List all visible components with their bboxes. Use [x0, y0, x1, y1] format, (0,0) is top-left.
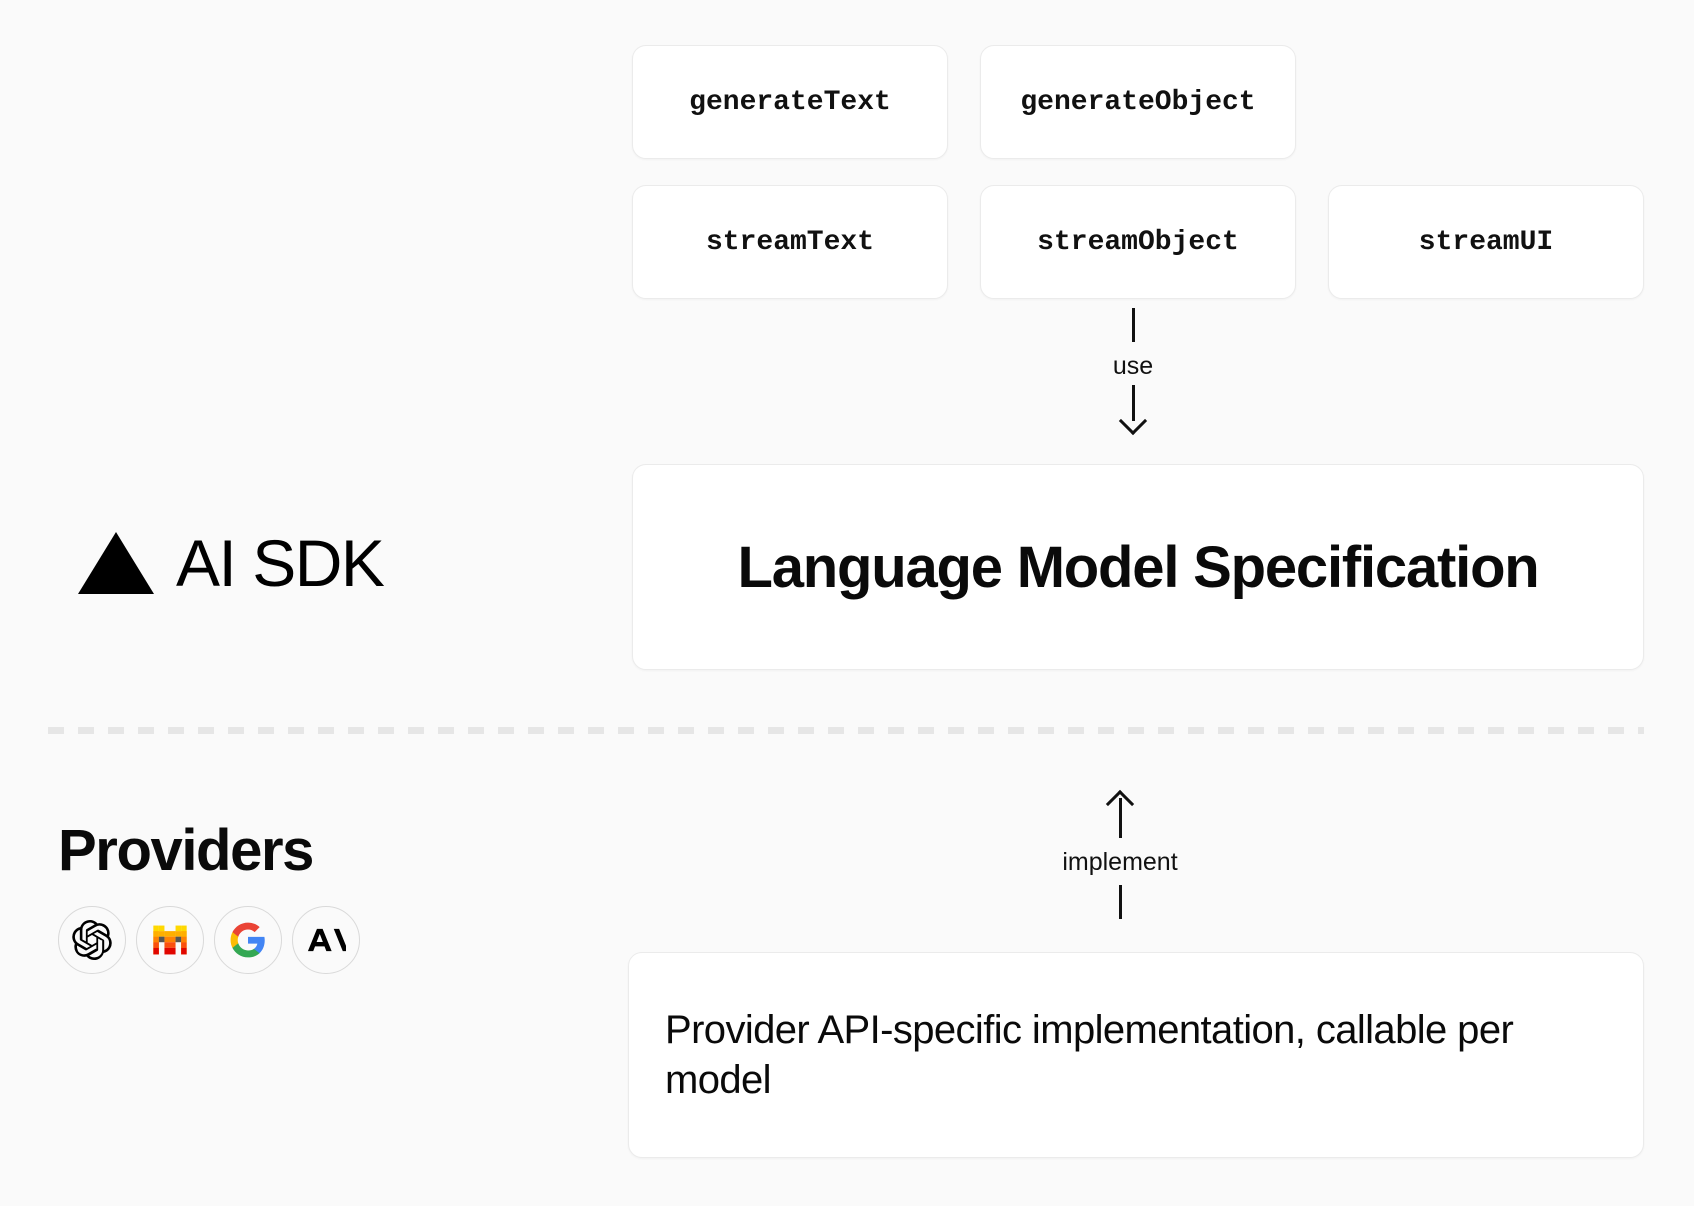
function-card-streamtext[interactable]: streamText [632, 185, 948, 299]
providers-title: Providers [58, 818, 314, 883]
arrow-down-icon [1118, 385, 1148, 436]
language-model-specification-card[interactable]: Language Model Specification [632, 464, 1644, 670]
function-card-label: generateObject [1020, 86, 1256, 118]
spec-title: Language Model Specification [737, 534, 1539, 600]
function-card-label: streamText [705, 226, 875, 258]
connector-use: use [1060, 308, 1206, 448]
connector-implement-label: implement [1062, 848, 1178, 876]
openai-icon [72, 920, 112, 960]
ai-sdk-label: AI SDK [176, 526, 385, 600]
function-card-label: streamObject [1037, 226, 1239, 258]
provider-chip-anthropic[interactable] [292, 906, 360, 974]
provider-implementation-text: Provider API-specific implementation, ca… [665, 1007, 1514, 1102]
provider-implementation-card[interactable]: Provider API-specific implementation, ca… [628, 952, 1644, 1158]
function-card-generatetext[interactable]: generateText [632, 45, 948, 159]
google-icon [230, 922, 265, 958]
function-card-generateobject[interactable]: generateObject [980, 45, 1296, 159]
function-card-streamui[interactable]: streamUI [1328, 185, 1644, 299]
section-divider [48, 727, 1644, 734]
anthropic-icon [307, 928, 346, 952]
arrow-up-icon [1105, 789, 1135, 838]
ai-sdk-brand: AI SDK [78, 526, 385, 600]
function-card-label: streamUI [1418, 226, 1554, 258]
vercel-triangle-icon [78, 532, 154, 594]
provider-icon-list [58, 906, 360, 974]
function-card-streamobject[interactable]: streamObject [980, 185, 1296, 299]
mistral-icon [153, 925, 187, 955]
function-card-label: generateText [689, 86, 891, 118]
connector-line-segment [1131, 308, 1135, 342]
provider-chip-google[interactable] [214, 906, 282, 974]
connector-line-segment [1118, 885, 1122, 919]
providers-brand: Providers [58, 822, 360, 974]
connector-use-label: use [1112, 352, 1154, 380]
provider-chip-openai[interactable] [58, 906, 126, 974]
connector-implement: implement [1020, 789, 1220, 942]
provider-chip-mistral[interactable] [136, 906, 204, 974]
